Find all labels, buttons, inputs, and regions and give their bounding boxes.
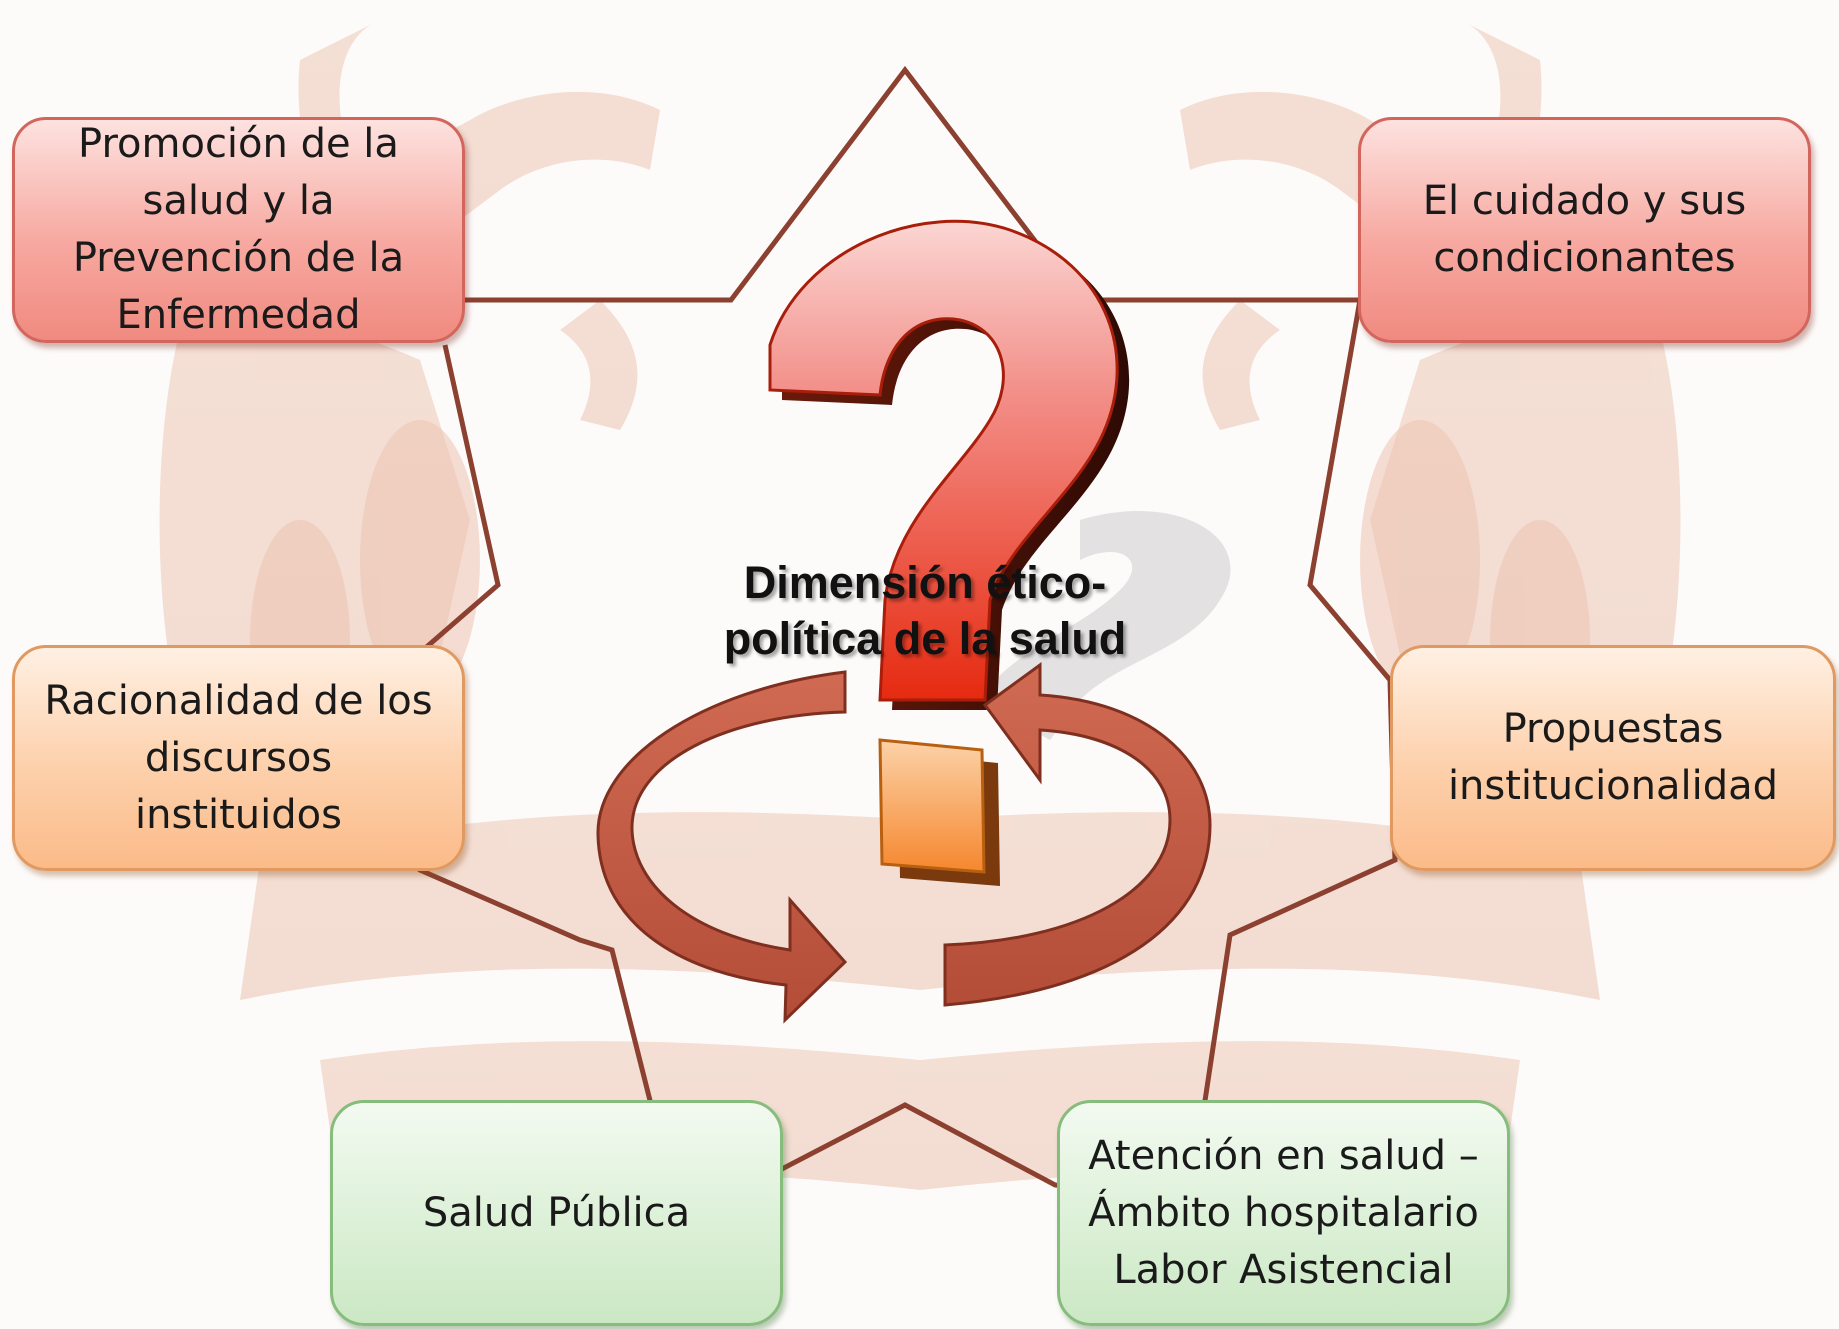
node-promocion: Promoción de la salud y la Prevención de… (12, 117, 465, 343)
node-propuestas: Propuestas institucionalidad (1390, 645, 1836, 871)
circular-arrows-icon (596, 662, 1212, 1024)
node-atencion: Atención en salud – Ámbito hospitalario … (1057, 1100, 1510, 1326)
question-mark-shadow (980, 511, 1231, 740)
node-salud-publica: Salud Pública (330, 1100, 783, 1326)
cycle-arrow-left (596, 670, 848, 1024)
center-label: Dimensión ético- política de la salud (723, 557, 1127, 664)
node-racionalidad: Racionalidad de los discursos instituido… (12, 645, 465, 871)
question-mark-icon (768, 219, 1130, 886)
cycle-arrow-right (943, 662, 1212, 1007)
node-cuidado: El cuidado y sus condicionantes (1358, 117, 1811, 343)
